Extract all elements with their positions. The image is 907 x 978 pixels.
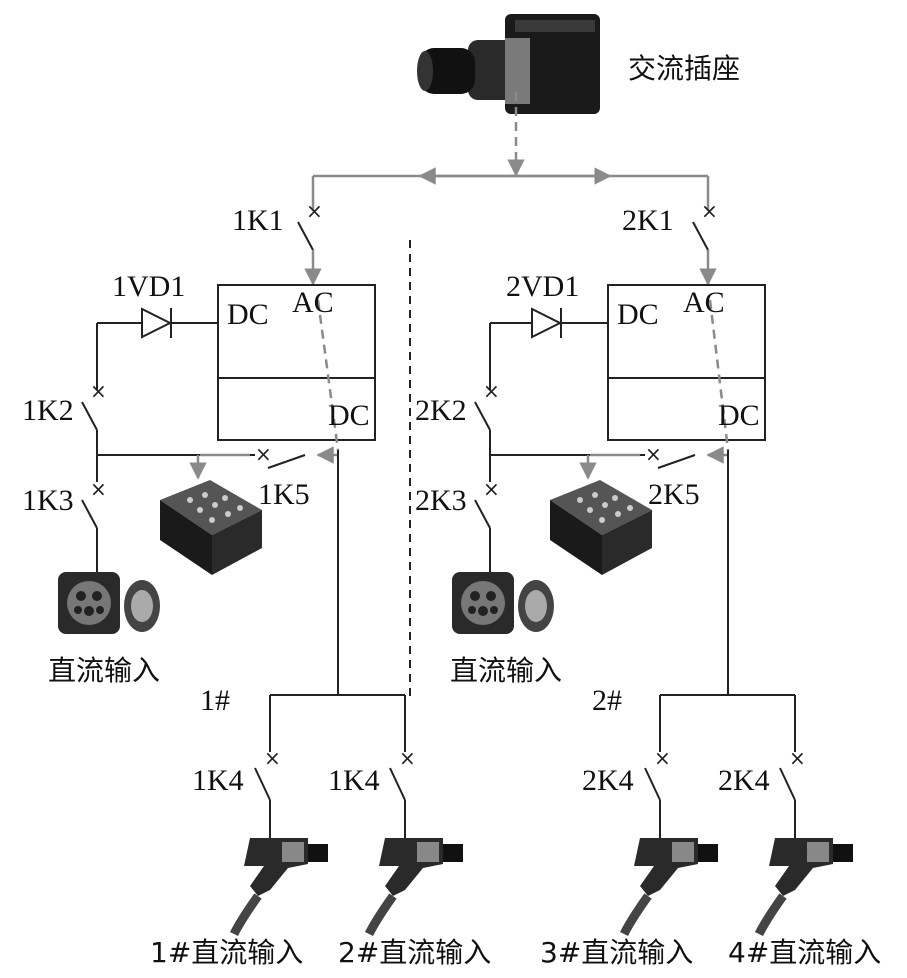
charger-gun-3-icon [619, 838, 718, 937]
right-k2-cross: × [483, 379, 500, 403]
output-label-4: 4#直流输入 [728, 936, 881, 969]
right-k3-label: 2K3 [415, 484, 467, 517]
right-battery-icon [550, 480, 652, 575]
left-k3-cross: × [90, 477, 107, 501]
right-k4b-blade [779, 767, 796, 801]
left-k1-blade [297, 221, 314, 251]
output-label-1: 1#直流输入 [150, 936, 303, 969]
right-dc-input-label: 直流输入 [450, 654, 562, 687]
left-k5-blade [267, 454, 306, 469]
charger-gun-1-icon [229, 838, 328, 937]
right-converter-path [708, 299, 730, 451]
left-battery-icon [160, 480, 262, 575]
ac-socket-label: 交流插座 [628, 52, 740, 85]
right-diode-icon [531, 307, 563, 339]
right-vd1-label: 2VD1 [506, 270, 579, 303]
left-dc-port-icon [58, 572, 160, 634]
left-vd1-label: 1VD1 [112, 270, 185, 303]
ac-socket-icon [417, 14, 600, 114]
left-converter [217, 284, 376, 441]
left-k4a-cross: × [264, 746, 281, 770]
left-k1-cross: × [306, 199, 323, 223]
charger-gun-4-icon [754, 838, 853, 937]
right-k5-blade [657, 454, 696, 469]
right-k2-blade [474, 401, 491, 431]
left-k4b-blade [389, 767, 406, 801]
output-label-2: 2#直流输入 [338, 936, 491, 969]
right-k1-label: 2K1 [622, 204, 674, 237]
right-k5-label: 2K5 [648, 478, 700, 511]
right-k4b-cross: × [789, 746, 806, 770]
charger-gun-2-icon [364, 838, 463, 937]
left-k2-blade [81, 401, 98, 431]
right-converter [607, 284, 766, 441]
right-dc-port-icon [452, 572, 554, 634]
left-group: × 1K1 DC AC DC 1VD1 × 1K2 × 1K5 [22, 176, 416, 840]
left-converter-path [316, 299, 340, 451]
left-k3-blade [81, 499, 98, 529]
right-k2-label: 2K2 [415, 394, 467, 427]
right-group-label: 2# [592, 684, 622, 717]
left-k1-label: 1K1 [232, 204, 284, 237]
left-k2-cross: × [90, 379, 107, 403]
right-k1-blade [692, 221, 709, 251]
output-label-3: 3#直流输入 [540, 936, 693, 969]
left-k4b-label: 1K4 [328, 764, 380, 797]
right-group: × 2K1 DC AC DC 2VD1 × 2K2 × 2K5 [415, 176, 806, 840]
right-k4a-cross: × [654, 746, 671, 770]
left-k2-label: 1K2 [22, 394, 74, 427]
left-dc-input-label: 直流输入 [48, 654, 160, 687]
right-k4a-label: 2K4 [582, 764, 634, 797]
right-conv-dc-in: DC [617, 298, 659, 331]
left-conv-dc-out: DC [328, 399, 370, 432]
left-k4a-label: 1K4 [192, 764, 244, 797]
right-k5-cross: × [645, 442, 662, 466]
left-conv-dc-in: DC [227, 298, 269, 331]
right-k4b-label: 2K4 [718, 764, 770, 797]
left-k4a-blade [254, 767, 271, 801]
left-k4b-cross: × [399, 746, 416, 770]
right-conv-dc-out: DC [718, 399, 760, 432]
left-k5-label: 1K5 [258, 478, 310, 511]
left-group-label: 1# [200, 684, 230, 717]
right-k4a-blade [644, 767, 661, 801]
left-conv-ac: AC [292, 286, 334, 319]
right-k3-cross: × [483, 477, 500, 501]
left-k5-cross: × [255, 442, 272, 466]
right-k3-blade [474, 499, 491, 529]
left-k3-label: 1K3 [22, 484, 74, 517]
right-k1-cross: × [701, 199, 718, 223]
left-diode-icon [141, 307, 173, 339]
right-conv-ac: AC [683, 286, 725, 319]
